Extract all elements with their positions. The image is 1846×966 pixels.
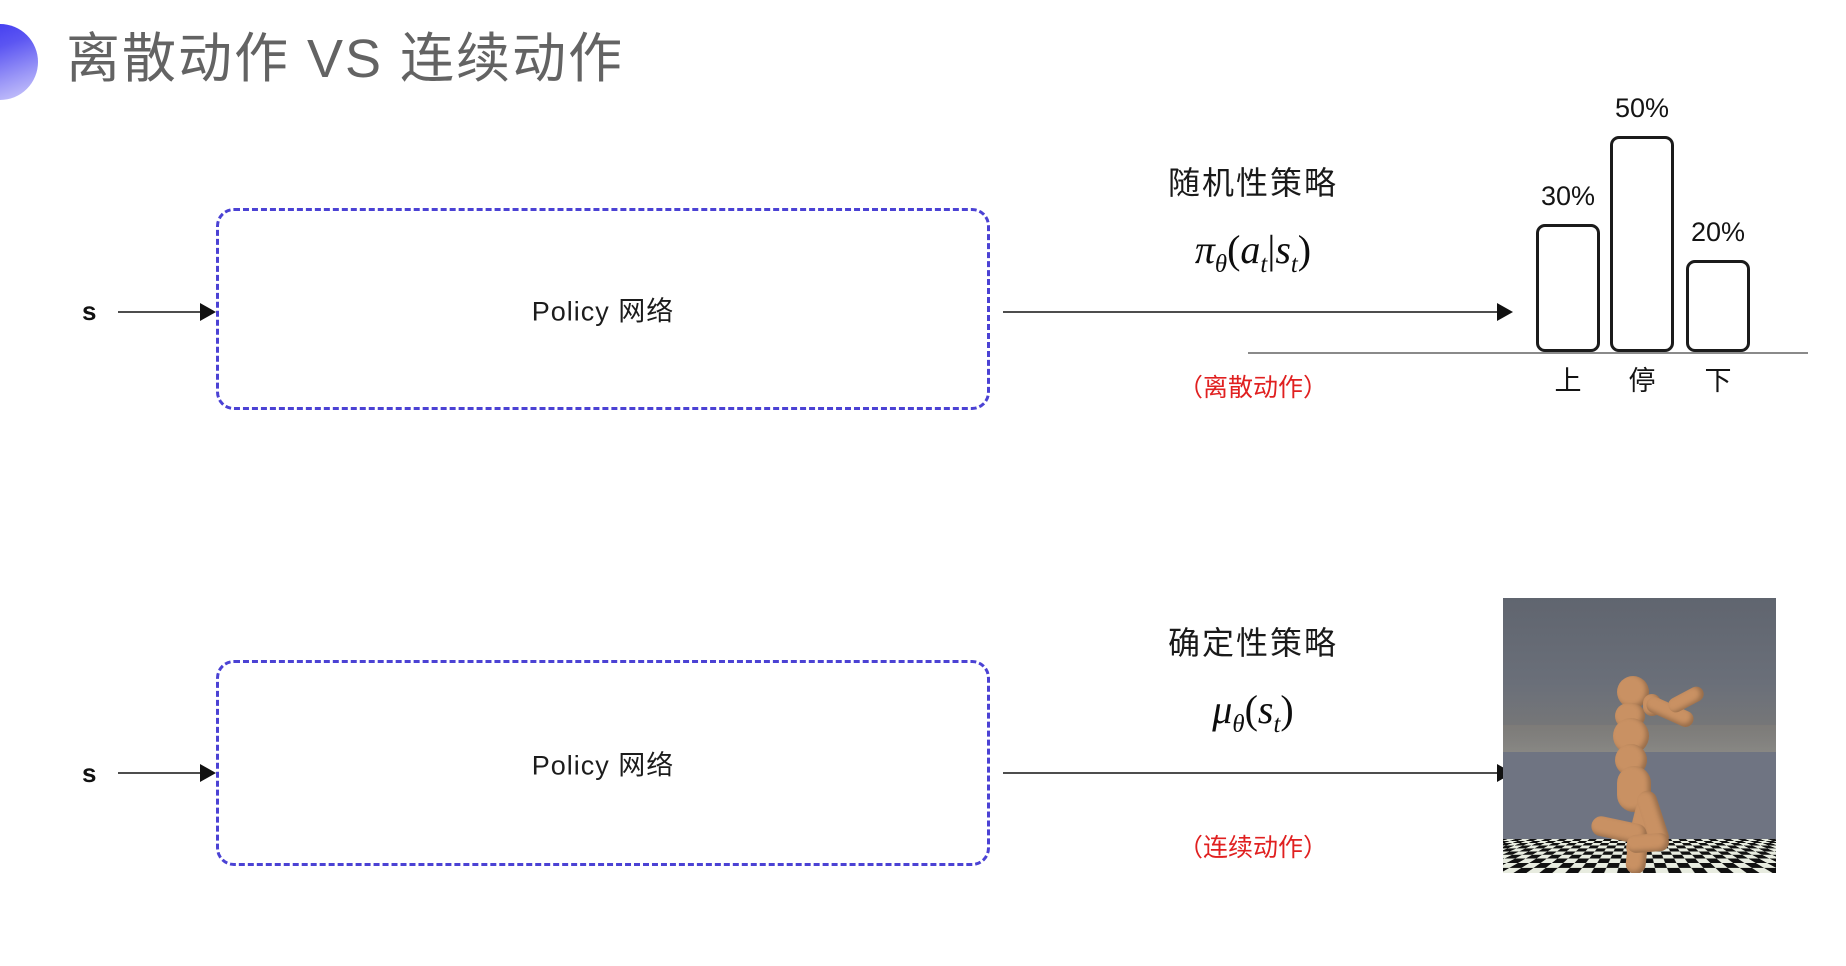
policy-network-box-discrete[interactable]: Policy 网络 [216,208,990,410]
bar-value-label-1: 50% [1614,93,1670,123]
formula-open-paren: ( [1227,227,1241,272]
bar-value-label-2: 20% [1690,217,1746,247]
bar-category-label-0: 上 [1554,366,1582,396]
page-title: 离散动作 VS 连续动作 [66,29,625,89]
policy-caption-discrete: 随机性策略 πθ(at|st) [1100,158,1406,279]
policy-title-discrete: 随机性策略 [1167,165,1338,201]
arrow-policy-to-output-continuous [1003,772,1511,774]
policy-title-continuous: 确定性策略 [1167,625,1338,661]
action-type-note-continuous: （连续动作） [1177,834,1328,862]
formula-bar: | [1267,227,1276,272]
arrow-policy-to-output-discrete [1003,311,1511,313]
title-bullet-icon [0,24,38,100]
humanoid-left-foot [1626,832,1670,854]
formula-a: a [1240,227,1261,272]
policy-formula-discrete: πθ(at|st) [1100,226,1406,279]
bar-value-label-0: 30% [1540,181,1596,211]
formula-close-paren: ) [1297,227,1312,272]
state-input-label-discrete: s [82,296,97,326]
policy-network-box-continuous[interactable]: Policy 网络 [216,660,990,866]
bar-rect-0 [1536,224,1600,352]
arrow-state-to-policy-discrete [118,311,214,313]
policy-network-label-continuous: Policy 网络 [531,750,675,781]
formula-pi: π [1194,227,1215,272]
policy-caption-continuous: 确定性策略 μθ(st) [1100,618,1406,739]
formula-mu-subscript: θ [1232,711,1245,738]
formula-mu-close-paren: ) [1280,687,1294,732]
formula-mu-s: s [1257,687,1274,732]
formula-mu-s-subscript: t [1273,711,1281,738]
action-type-note-discrete: （离散动作） [1177,374,1328,402]
formula-pi-subscript: θ [1214,251,1228,278]
policy-formula-continuous: μθ(st) [1100,686,1406,739]
formula-s-subscript: t [1290,251,1298,278]
bar-rect-2 [1686,260,1750,352]
formula-mu: μ [1212,687,1233,732]
chart-x-axis [1248,352,1808,354]
state-input-label-continuous: s [82,758,97,788]
arrow-state-to-policy-continuous [118,772,214,774]
formula-s: s [1275,227,1291,272]
policy-network-label-discrete: Policy 网络 [531,296,675,327]
formula-mu-open-paren: ( [1244,687,1258,732]
probability-bar-chart: 30% 上 50% 停 20% 下 [1248,93,1808,406]
bar-category-label-2: 下 [1704,366,1732,396]
humanoid-simulation-image [1503,598,1776,873]
bar-category-label-1: 停 [1628,366,1656,396]
bar-rect-1 [1610,136,1674,352]
formula-a-subscript: t [1260,251,1268,278]
